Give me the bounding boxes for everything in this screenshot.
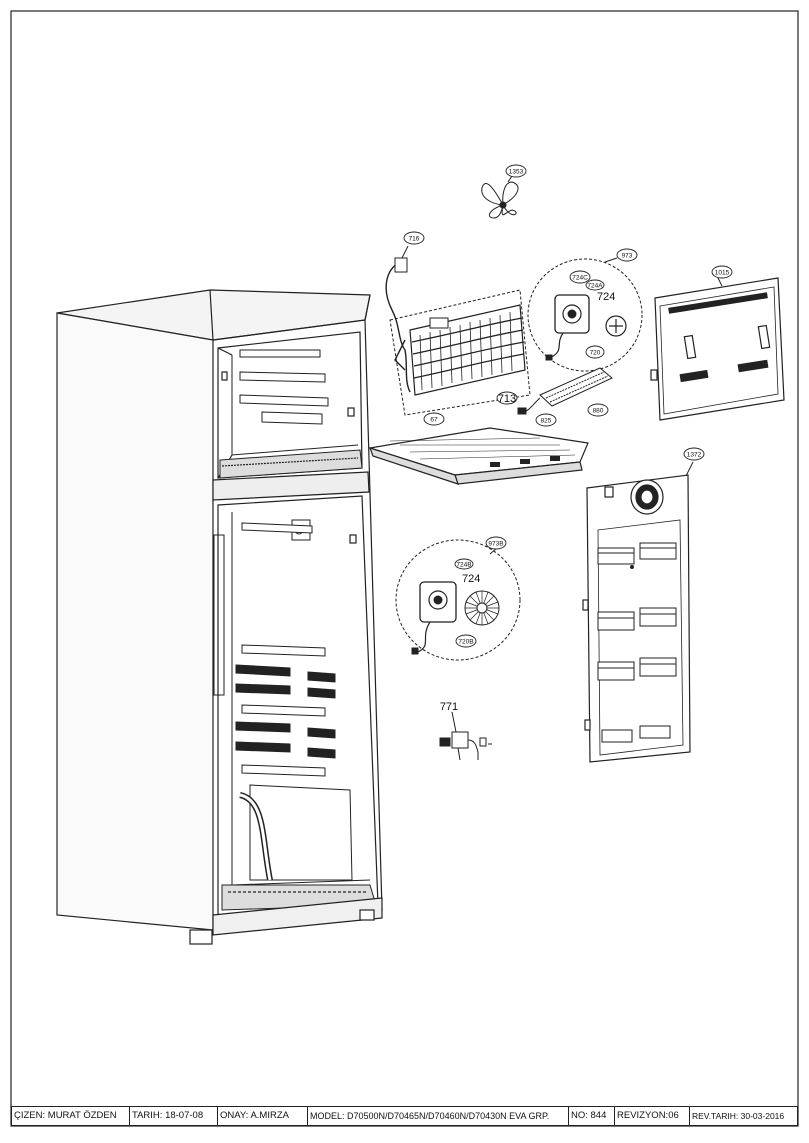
evaporator-assembly-67 bbox=[385, 245, 531, 416]
evaporator-plate-825 bbox=[369, 427, 589, 485]
callout-720: 720 bbox=[590, 350, 601, 357]
title-block: ÇIZEN: MURAT ÖZDEN TARIH: 18-07-08 ONAY:… bbox=[11, 1106, 798, 1126]
date-cell: TARIH: 18-07-08 bbox=[130, 1107, 218, 1125]
callout-724b: 724B bbox=[456, 562, 471, 569]
callout-771: 771 bbox=[440, 701, 458, 713]
callout-973: 973 bbox=[622, 253, 633, 260]
callout-713: 713 bbox=[498, 393, 516, 405]
callout-724-bottom: 724 bbox=[462, 573, 480, 585]
number-cell: NO: 844 bbox=[569, 1107, 615, 1125]
callout-973b: 973B bbox=[488, 541, 503, 548]
model-cell: MODEL: D70500N/D70465N/D70460N/D70430N E… bbox=[308, 1107, 569, 1125]
revision-date-cell: REV.TARIH: 30-03-2016 bbox=[692, 1111, 785, 1121]
callout-825: 825 bbox=[541, 418, 552, 425]
callout-720b: 720B bbox=[458, 639, 473, 646]
fan-motor-group-973 bbox=[527, 257, 643, 372]
revision-cell: REVIZYON:06 bbox=[615, 1107, 690, 1125]
callout-1015: 1015 bbox=[715, 270, 730, 277]
drawing-frame bbox=[10, 10, 799, 1127]
defrost-heater-880 bbox=[517, 367, 613, 415]
approved-cell: ONAY: A.MIRZA bbox=[218, 1107, 308, 1125]
fan-duct-panel-1372 bbox=[582, 461, 694, 763]
callout-724-top: 724 bbox=[597, 291, 615, 303]
thermostat-771 bbox=[439, 711, 492, 761]
duct-cover-1015 bbox=[650, 277, 785, 421]
callout-880: 880 bbox=[593, 408, 604, 415]
callout-716: 716 bbox=[409, 236, 420, 243]
callout-724a: 724A bbox=[587, 283, 603, 290]
callout-724c: 724C bbox=[572, 275, 588, 282]
refrigerator-cabinet bbox=[56, 289, 383, 945]
fan-motor-group-973b bbox=[395, 539, 521, 661]
callout-bubbles bbox=[403, 164, 733, 648]
fan-blade-1353 bbox=[481, 175, 519, 219]
callout-67: 67 bbox=[430, 417, 438, 424]
drawn-by-cell: ÇIZEN: MURAT ÖZDEN bbox=[12, 1107, 130, 1125]
callout-1353: 1353 bbox=[509, 169, 524, 176]
callout-1372: 1372 bbox=[687, 452, 702, 459]
